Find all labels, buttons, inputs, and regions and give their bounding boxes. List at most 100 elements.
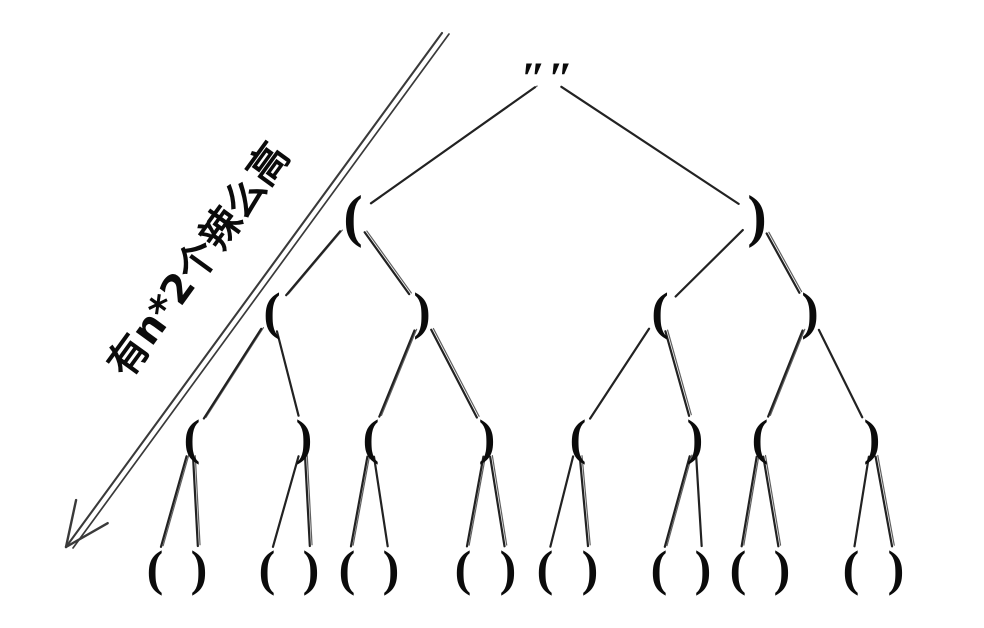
tree-edge [303,455,313,548]
tree-edge [663,454,693,548]
edge-stroke [349,455,369,548]
edge-stroke [430,328,478,419]
tree-edge [430,327,480,419]
tree-node: ( [651,284,668,341]
edge-stroke [372,85,538,203]
tree-node: ( [263,284,280,341]
tree-edges [159,85,895,548]
edge-stroke [578,455,590,548]
edge-stroke [159,455,188,548]
edge-stroke [468,454,487,546]
tree-edge [549,455,575,548]
edge-stroke [764,454,782,546]
edge-stroke [877,454,895,546]
edge-stroke [489,455,506,548]
depth-arrow-line-b [72,33,450,549]
tree-node: ) [774,540,791,596]
tree-edge [695,455,703,548]
tree-node: ) [864,409,881,465]
edge-stroke [275,330,300,417]
edge-stroke [740,455,758,548]
tree-nodes: ″″()()()()()()()()()()()()()()() [147,53,905,597]
tree-edge [489,454,508,548]
tree-edge [465,454,487,548]
tree-node: ) [383,540,400,596]
tree-node: ) [888,540,905,596]
edge-stroke [663,455,691,548]
edge-stroke [352,454,371,546]
edge-stroke [581,455,591,546]
tree-node: ) [747,184,766,249]
tree-node: ) [695,540,712,596]
edge-stroke [560,85,740,205]
edge-stroke [664,330,691,417]
tree-edge [378,328,418,418]
tree-node: ( [570,409,587,465]
tree-node: ) [479,409,496,465]
tree-edge [578,455,591,548]
tree-node: ( [147,540,164,596]
edge-stroke [432,327,480,417]
edge-stroke [666,454,693,547]
tree-node: ( [843,540,860,596]
edge-stroke [853,455,870,548]
tree-edge [740,454,760,548]
tree-edge [191,455,201,548]
tree-edge [588,327,651,420]
tree-node: ) [191,540,208,596]
edge-stroke [769,328,806,416]
edge-stroke [378,329,416,418]
tree-edge [372,455,389,548]
edge-stroke [817,328,864,419]
depth-arrow [64,31,450,549]
edge-stroke [588,327,651,420]
edge-stroke [372,455,389,548]
tree-edge [369,85,538,205]
tree-node: ) [500,540,517,596]
tree-node: ) [801,284,818,341]
edge-stroke [765,232,801,294]
edge-stroke [306,455,313,546]
tree-node: ( [343,184,362,249]
tree-edge [767,328,806,418]
tree-node: ( [363,409,380,465]
tree-node: ) [296,409,313,465]
arrowhead-stroke-right [64,498,78,549]
edge-stroke [285,230,342,297]
edge-stroke [287,229,343,295]
edge-stroke [762,455,780,548]
tree-node: ( [339,540,356,596]
edge-stroke [205,327,265,418]
edge-stroke [743,454,760,546]
tree-node: ( [651,540,668,596]
edge-stroke [303,455,311,548]
tree-node: ( [537,540,554,596]
edge-stroke [363,231,411,296]
tree-edge [817,328,864,419]
edge-stroke [768,231,803,293]
tree-node: ) [582,540,599,596]
tree-edge [560,85,740,205]
tree-node: ( [259,540,276,596]
tree-edge [762,454,782,548]
edge-stroke [491,454,508,546]
tree-edge [349,454,371,548]
tree-edge [271,455,300,548]
edge-stroke [767,329,804,418]
edge-stroke [380,328,418,417]
tree-node: ( [752,409,769,465]
tree-edge [363,230,412,296]
tree-edge [853,455,870,548]
edge-stroke [194,455,201,546]
tree-edge [765,231,803,294]
tree-edge [664,329,692,417]
tree-node: ) [303,540,320,596]
tree-node: ( [455,540,472,596]
tree-edge [285,229,343,297]
depth-arrow-line-a [64,31,444,549]
edge-stroke [162,454,190,547]
edge-stroke [366,230,412,294]
